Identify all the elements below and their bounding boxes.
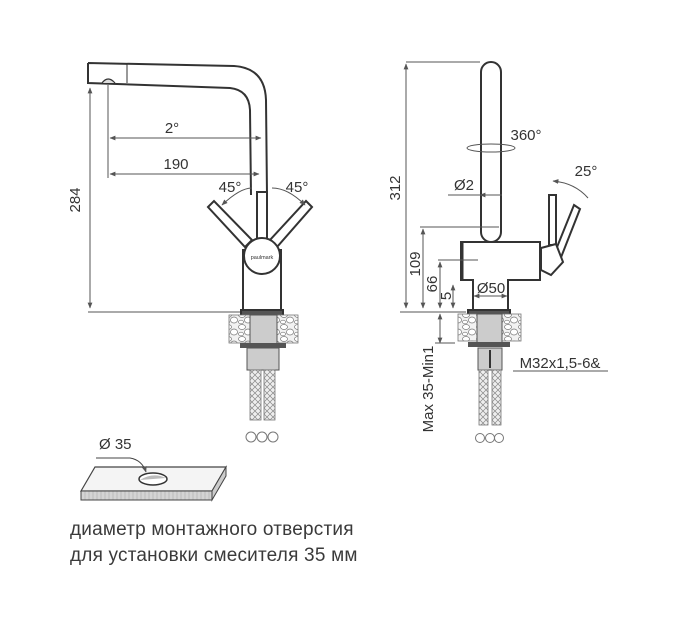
front-spout (87, 62, 268, 196)
lever-angle-label: 25° (575, 163, 598, 180)
hole-detail (79, 457, 228, 502)
hole-diameter-label: Ø 35 (99, 436, 132, 453)
front-dimensions (87, 85, 306, 313)
body-height-label: 109 (407, 251, 424, 276)
front-view (87, 62, 314, 317)
brand-medallion (243, 237, 281, 275)
left-handle (206, 199, 254, 249)
brand-logo: paulmark (251, 255, 274, 261)
right-handle (268, 199, 314, 249)
total-height-label: 312 (387, 175, 404, 200)
counter-thickness-label: Max 35-Min1 (420, 346, 437, 433)
side-mounting (457, 313, 522, 443)
base-diameter-label: Ø50 (477, 280, 505, 297)
reach-angle-label: 2° (165, 120, 179, 137)
side-view (460, 61, 582, 317)
base-label: 5 (438, 292, 455, 300)
body-mid-label: 66 (424, 276, 441, 293)
reach-label: 190 (163, 156, 188, 173)
side-dimensions (400, 61, 608, 372)
front-mounting (228, 314, 299, 443)
caption-line-2: для установки смесителя 35 мм (70, 545, 358, 566)
caption: диаметр монтажного отверстия для установ… (70, 517, 358, 569)
side-body (460, 241, 541, 311)
rotation-label: 360° (510, 127, 541, 144)
spout-diameter-label: Ø2 (454, 177, 474, 194)
left-angle-label: 45° (219, 179, 242, 196)
thread-label: M32x1,5-6& (520, 355, 601, 372)
caption-line-1: диаметр монтажного отверстия (70, 519, 354, 540)
right-angle-label: 45° (286, 179, 309, 196)
height-label: 284 (67, 187, 84, 212)
